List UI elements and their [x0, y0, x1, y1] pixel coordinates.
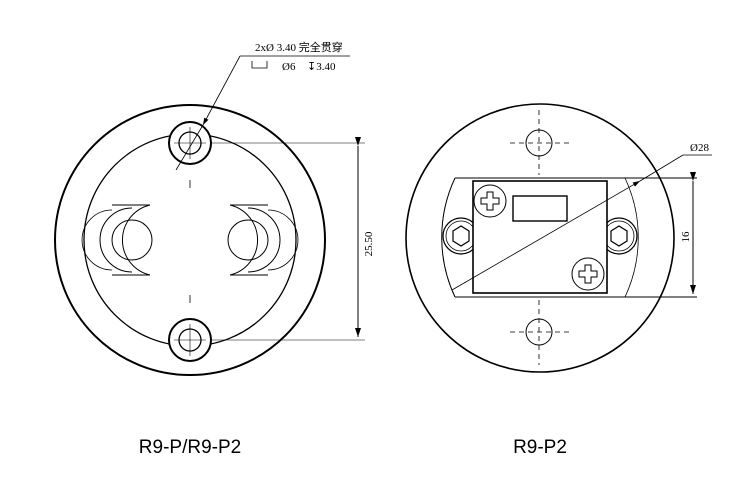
- counterbore-diameter: Ø6: [282, 61, 296, 73]
- right-cutout: [227, 204, 299, 276]
- outer-circle: [405, 103, 675, 373]
- dimension-25-50: 25.50: [363, 231, 375, 256]
- screw-bottom-right: [571, 257, 605, 291]
- left-caption: R9-P/R9-P2: [139, 437, 241, 458]
- right-view: Ø28 16 R9-P2: [405, 103, 712, 458]
- outer-circle: [54, 104, 326, 376]
- circuit-board: [472, 180, 608, 294]
- dimension-16: 16: [680, 231, 692, 243]
- board-component: [512, 195, 568, 222]
- mounting-hole-bottom: [168, 318, 212, 362]
- bottom-hole: [510, 300, 570, 365]
- counterbore-depth: ↧3.40: [307, 61, 336, 73]
- counterbore-symbol: [251, 61, 268, 69]
- mounting-hole-top: [168, 121, 212, 165]
- top-hole: [510, 110, 570, 175]
- left-view: 2xØ 3.40 完全贯穿 Ø6 ↧3.40 25.50 R9-P/R9-P2: [54, 40, 375, 458]
- diameter-label: Ø28: [690, 142, 709, 154]
- flat-band: [441, 177, 697, 298]
- left-cutout: [81, 204, 153, 276]
- right-caption: R9-P2: [513, 437, 567, 458]
- inner-circle: [83, 133, 297, 347]
- hole-callout-text: 2xØ 3.40 完全贯穿: [255, 40, 343, 54]
- screw-top-left: [473, 184, 507, 218]
